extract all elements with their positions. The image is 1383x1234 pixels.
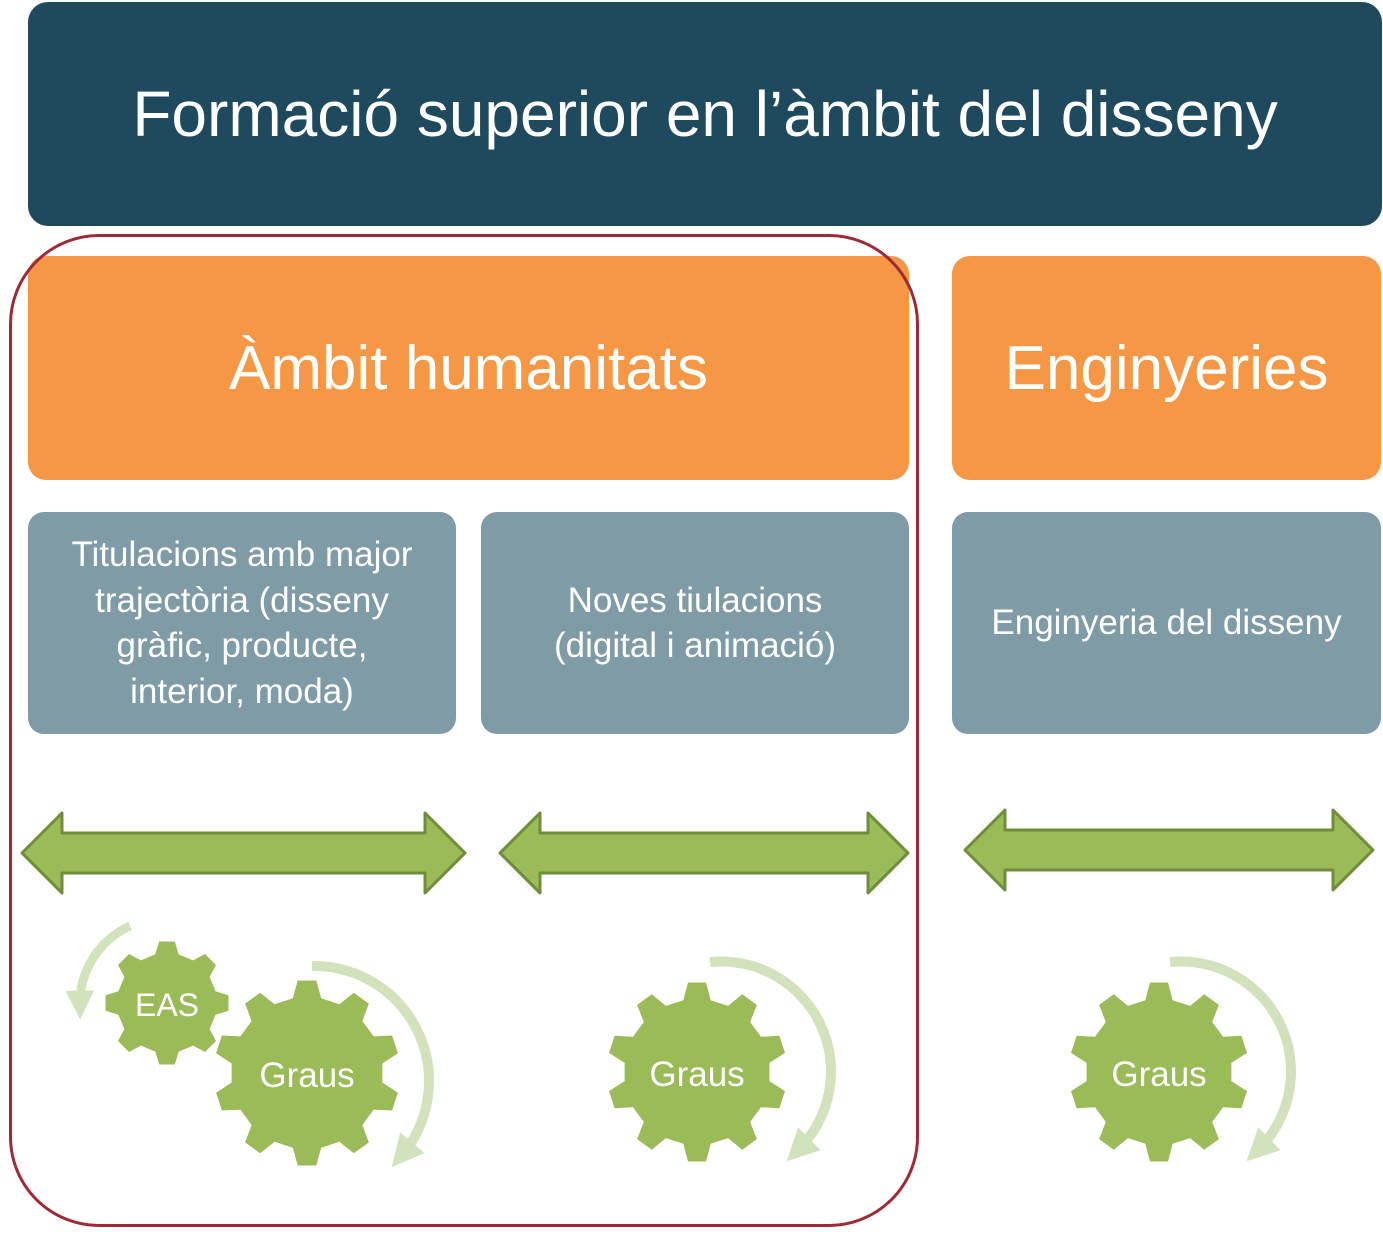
gear-graus-3-label: Graus — [1111, 1055, 1206, 1094]
gear-graus-1: Graus — [216, 980, 398, 1166]
sub-noves: Noves tiulacions (digital i animació) — [481, 512, 909, 734]
gear-eas: EAS — [105, 941, 229, 1065]
sub-noves-label: Noves tiulacions (digital i animació) — [553, 580, 837, 666]
category-enginyeries-label: Enginyeries — [1004, 333, 1329, 403]
gear-graus-1-label: Graus — [259, 1056, 354, 1095]
gear-graus-2: Graus — [609, 982, 785, 1162]
gear-graus-3: Graus — [1071, 982, 1247, 1162]
title-box: Formació superior en l’àmbit del disseny — [28, 2, 1382, 226]
cycle-arrow-graus-3 — [1169, 956, 1296, 1162]
category-humanitats-label: Àmbit humanitats — [229, 333, 708, 403]
gear-graus-2-label: Graus — [649, 1055, 744, 1094]
double-arrow-3 — [963, 808, 1375, 892]
category-humanitats: Àmbit humanitats — [28, 256, 909, 480]
double-arrow-1 — [20, 811, 467, 895]
category-enginyeries: Enginyeries — [952, 256, 1381, 480]
cycle-arrow-eas — [65, 921, 132, 1020]
sub-enginyeria: Enginyeria del disseny — [952, 512, 1381, 734]
sub-trajectoria-label: Titulacions amb major trajectòria (disse… — [71, 535, 413, 711]
diagram-title: Formació superior en l’àmbit del disseny — [132, 78, 1278, 150]
cycle-arrow-graus-1 — [311, 960, 434, 1168]
cycle-arrow-graus-2 — [709, 956, 836, 1162]
gear-eas-label: EAS — [135, 987, 199, 1023]
sub-enginyeria-label: Enginyeria del disseny — [991, 603, 1342, 643]
double-arrow-2 — [498, 811, 910, 895]
sub-trajectoria: Titulacions amb major trajectòria (disse… — [28, 512, 456, 734]
